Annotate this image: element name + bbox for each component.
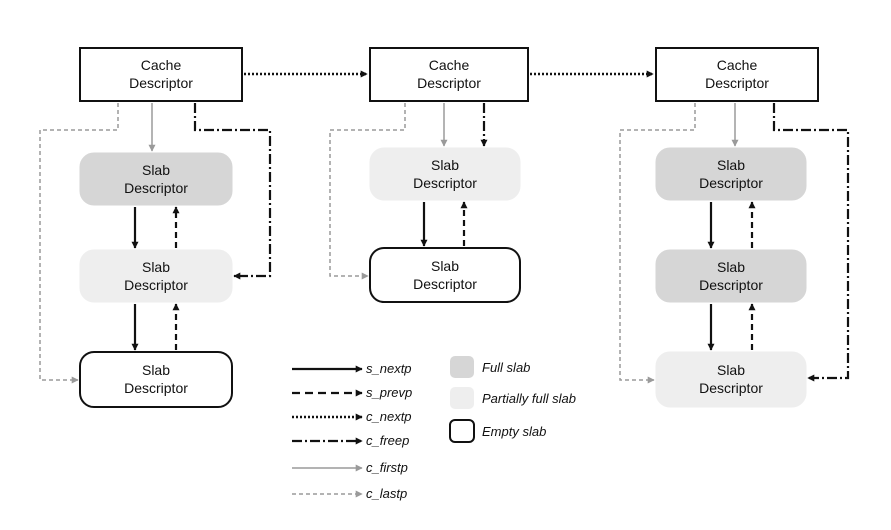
c-freep-arrow: [772, 103, 850, 382]
legend-partial-label: Partially full slab: [482, 391, 576, 406]
slab-label-line2: Descriptor: [124, 180, 188, 196]
cache-label-line1: Cache: [429, 57, 470, 73]
slab-label-line1: Slab: [142, 162, 170, 178]
legend-c-nextp-label: c_nextp: [366, 409, 412, 424]
legend-s-prevp-label: s_prevp: [366, 385, 412, 400]
slab-label-line2: Descriptor: [413, 175, 477, 191]
cache-label-line1: Cache: [717, 57, 758, 73]
c-lastp-arrow: [329, 103, 406, 280]
legend-arrows: s_nextp s_prevp c_nextp c_freep c_firstp…: [292, 361, 412, 501]
slab-label-line2: Descriptor: [699, 277, 763, 293]
cache-label-line2: Descriptor: [129, 75, 193, 91]
legend-s-nextp-label: s_nextp: [366, 361, 412, 376]
c-lastp-arrow: [619, 103, 696, 384]
legend-c-firstp-label: c_firstp: [366, 460, 408, 475]
cache-label-line2: Descriptor: [705, 75, 769, 91]
slab-label-line1: Slab: [142, 259, 170, 275]
legend-empty-label: Empty slab: [482, 424, 546, 439]
cache-label-line2: Descriptor: [417, 75, 481, 91]
slab-descriptor-full: Slab Descriptor: [79, 152, 233, 206]
slab-label-line1: Slab: [717, 157, 745, 173]
slab-label-line2: Descriptor: [124, 380, 188, 396]
legend-empty-swatch: [449, 419, 475, 443]
cache-descriptor-1: Cache Descriptor: [79, 47, 243, 102]
cache-descriptor-2: Cache Descriptor: [369, 47, 529, 102]
legend-c-lastp-label: c_lastp: [366, 486, 407, 501]
cache-descriptor-3: Cache Descriptor: [655, 47, 819, 102]
legend-slab-types: Full slab Partially full slab Empty slab: [449, 356, 576, 443]
slab-descriptor-partial: Slab Descriptor: [369, 147, 521, 201]
slab-label-line2: Descriptor: [699, 380, 763, 396]
slab-descriptor-full: Slab Descriptor: [655, 249, 807, 303]
slab-descriptor-full: Slab Descriptor: [655, 147, 807, 201]
slab-label-line1: Slab: [142, 362, 170, 378]
slab-label-line1: Slab: [431, 157, 459, 173]
slab-descriptor-empty: Slab Descriptor: [369, 247, 521, 303]
cache-label-line1: Cache: [141, 57, 182, 73]
legend-c-freep-label: c_freep: [366, 433, 409, 448]
legend-full-swatch: [450, 356, 474, 378]
slab-label-line1: Slab: [717, 259, 745, 275]
c-freep-arrow: [193, 103, 272, 280]
slab-label-line2: Descriptor: [699, 175, 763, 191]
slab-descriptor-empty: Slab Descriptor: [79, 351, 233, 408]
slab-descriptor-partial: Slab Descriptor: [79, 249, 233, 303]
c-lastp-arrow: [39, 103, 119, 384]
legend-full-label: Full slab: [482, 360, 530, 375]
slab-label-line2: Descriptor: [413, 276, 477, 292]
slab-descriptor-partial: Slab Descriptor: [655, 351, 807, 408]
legend-partial-swatch: [450, 387, 474, 409]
slab-label-line1: Slab: [717, 362, 745, 378]
slab-label-line1: Slab: [431, 258, 459, 274]
slab-label-line2: Descriptor: [124, 277, 188, 293]
